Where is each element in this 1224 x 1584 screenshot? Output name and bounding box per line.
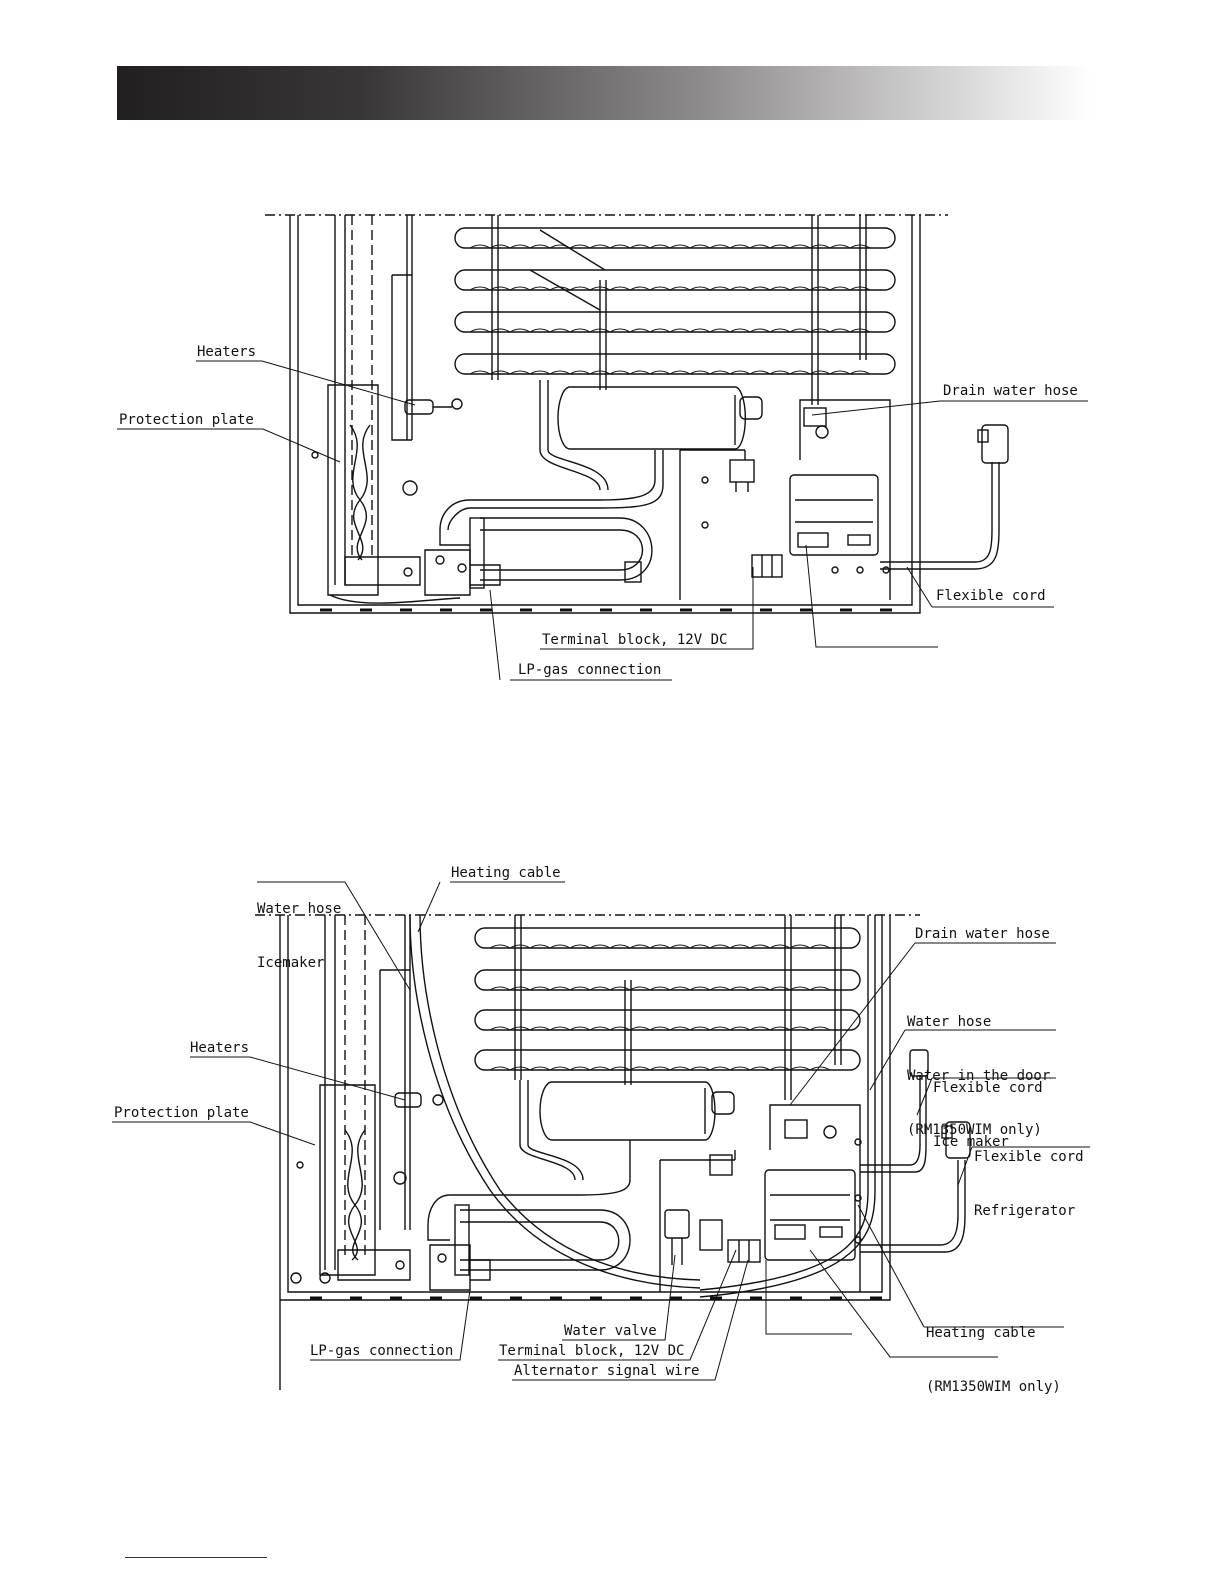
water-hose-door-line1: Water hose bbox=[907, 1014, 992, 1030]
flexible-cord-label: Flexible cord bbox=[936, 588, 1046, 604]
heating-cable-rm-label: Heating cable (RM1350WIM only) bbox=[926, 1288, 1061, 1432]
header-gradient-bar bbox=[117, 66, 1092, 120]
water-hose-door-line2: Water in the door bbox=[907, 1068, 1051, 1084]
diagram-top-drawing bbox=[117, 214, 1088, 681]
alternator-signal-wire-label: Alternator signal wire bbox=[514, 1363, 700, 1379]
flexible-cord-ice-maker-label: Flexible cord Ice maker bbox=[933, 1043, 1043, 1187]
water-hose-icemaker-label: Water hose Icemaker bbox=[257, 864, 341, 1008]
flexible-cord-refrigerator-line2: Refrigerator bbox=[974, 1203, 1076, 1219]
water-valve-label: Water valve bbox=[564, 1323, 657, 1339]
terminal-block-label: Terminal block, 12V DC bbox=[542, 632, 728, 648]
heating-cable-rm-line2: (RM1350WIM only) bbox=[926, 1379, 1061, 1395]
diagram-bottom-drawing bbox=[112, 881, 1090, 1390]
water-hose-icemaker-line1: Water hose bbox=[257, 901, 342, 917]
heating-cable-label: Heating cable bbox=[451, 865, 561, 881]
heaters-label: Heaters bbox=[197, 344, 257, 360]
drain-water-hose-label: Drain water hose bbox=[943, 383, 1078, 399]
water-hose-icemaker-line2: Icemaker bbox=[257, 955, 325, 971]
refrigerator-rear-diagram-top: Heaters Protection plate Drain water hos… bbox=[0, 200, 1224, 700]
refrigerator-rear-diagram-bottom: Water hose Icemaker Heating cable Drain … bbox=[0, 860, 1224, 1395]
footer-rule bbox=[125, 1557, 267, 1558]
flexible-cord-refrigerator-label: Flexible cord Refrigerator bbox=[974, 1112, 1084, 1256]
lp-gas-connection-label: LP-gas connection bbox=[310, 1343, 454, 1359]
water-hose-door-line3: (RM1350WIM only) bbox=[907, 1122, 1042, 1138]
heaters-label: Heaters bbox=[190, 1040, 250, 1056]
lp-gas-connection-label: LP-gas connection bbox=[518, 662, 662, 678]
heating-cable-rm-line1: Heating cable bbox=[926, 1325, 1036, 1341]
flexible-cord-refrigerator-line1: Flexible cord bbox=[974, 1149, 1084, 1165]
water-hose-door-label: Water hose Water in the door (RM1350WIM … bbox=[907, 977, 1050, 1175]
flexible-cord-ice-maker-line2: Ice maker bbox=[933, 1134, 1009, 1150]
protection-plate-label: Protection plate bbox=[114, 1105, 249, 1121]
terminal-block-label: Terminal block, 12V DC bbox=[499, 1343, 685, 1359]
flexible-cord-ice-maker-line1: Flexible cord bbox=[933, 1080, 1043, 1096]
protection-plate-label: Protection plate bbox=[119, 412, 254, 428]
drain-water-hose-label: Drain water hose bbox=[915, 926, 1050, 942]
